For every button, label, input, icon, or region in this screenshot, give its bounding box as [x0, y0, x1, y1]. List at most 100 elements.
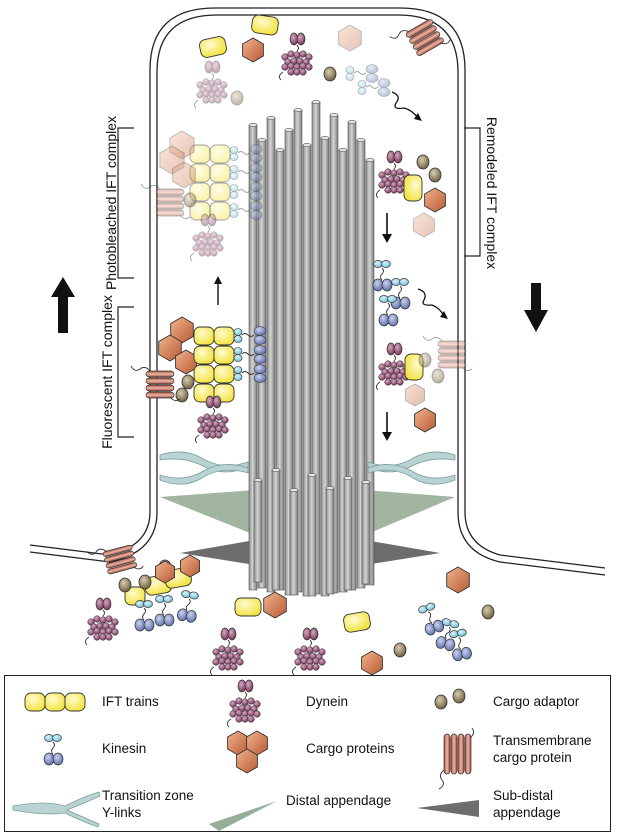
microtubule	[320, 136, 330, 597]
transmembrane-cargo	[86, 544, 144, 575]
legend-subdistal-icon	[417, 800, 479, 817]
legend-transmembrane-line1: Transmembrane	[493, 733, 592, 748]
legend-ift-trains: IFT trains	[102, 694, 159, 709]
microtubule	[253, 478, 263, 583]
microtubule	[325, 486, 335, 595]
cargo-adaptor	[118, 577, 132, 593]
fluorescent-ift-label: Fluorescent IFT complex	[99, 295, 115, 449]
dynein	[291, 627, 326, 676]
kinesin	[229, 144, 263, 163]
kinesin	[449, 628, 472, 662]
transmembrane-cargo	[438, 727, 475, 790]
cargo-protein	[236, 748, 258, 774]
legend-transmembrane: Transmembrane cargo protein	[493, 732, 592, 766]
microtubule	[365, 158, 375, 586]
small-down-arrow-lower	[382, 412, 392, 441]
transmembrane-cargo	[130, 365, 181, 402]
ift-train	[209, 144, 231, 221]
transmembrane-cargo	[422, 335, 473, 372]
cargo-adaptor	[323, 66, 337, 82]
ift-train	[213, 326, 235, 403]
cargo-adaptor	[431, 368, 445, 384]
microtubule	[356, 138, 366, 589]
curly-arrow-mid	[417, 288, 448, 319]
cargo-protein	[172, 161, 196, 189]
kinesin	[345, 64, 379, 83]
legend-transition-zone: Transition zone Y-links	[102, 787, 194, 821]
dynein	[375, 342, 410, 391]
ift-train	[343, 611, 371, 633]
cargo-protein	[242, 37, 264, 63]
ift-train	[199, 36, 227, 58]
legend-cargo-icon	[227, 730, 268, 774]
legend-cargo-proteins: Cargo proteins	[306, 741, 395, 756]
kinesin	[154, 595, 175, 627]
dynein	[189, 213, 224, 262]
cargo-protein	[424, 187, 446, 213]
axoneme	[248, 100, 375, 597]
kinesin	[233, 326, 267, 345]
side-brackets	[117, 127, 481, 438]
cargo-adaptor	[481, 604, 495, 620]
kinesin	[435, 618, 460, 652]
kinesin	[418, 602, 445, 636]
photobleached-ift-label: Photobleached IFT complex	[103, 115, 119, 291]
kinesin	[390, 278, 411, 310]
transmembrane-cargo	[389, 19, 451, 56]
cargo-protein	[405, 383, 425, 407]
ift-train	[403, 174, 423, 202]
legend-subdistal: Sub-distal appendage	[493, 787, 561, 821]
microtubule	[271, 468, 281, 591]
ciliary-membrane	[29, 7, 606, 576]
cargo-protein	[414, 407, 436, 433]
legend-icons	[12, 679, 479, 831]
cargo-adaptor	[181, 374, 195, 390]
cargo-adaptor	[452, 688, 466, 704]
microtubule	[302, 143, 312, 597]
cargo-adaptor	[428, 167, 442, 183]
curly-arrow-top	[391, 91, 422, 121]
dynein	[194, 395, 229, 444]
retrograde-big-arrow	[524, 283, 548, 332]
anterograde-big-arrow	[51, 277, 75, 333]
ift-molecules	[84, 14, 495, 676]
kinesin	[372, 260, 393, 292]
small-down-arrow-upper	[382, 213, 392, 243]
legend-transmembrane-line2: cargo protein	[493, 750, 572, 765]
cargo-protein	[413, 212, 435, 238]
ift-train	[251, 14, 279, 36]
ift-train	[193, 326, 215, 403]
kinesin	[378, 295, 399, 327]
legend-tz-line1: Transition zone	[102, 788, 194, 803]
microtubule	[289, 488, 299, 596]
ift-train	[234, 597, 262, 617]
kinesin	[233, 364, 267, 383]
microtubule	[257, 138, 267, 589]
direction-arrows	[51, 91, 548, 441]
microtubule	[343, 476, 353, 591]
cargo-adaptor	[393, 642, 407, 658]
kinesin	[233, 345, 267, 364]
cargo-protein	[155, 560, 175, 584]
microtubule	[307, 473, 317, 597]
cargo-adaptor	[418, 352, 432, 368]
dynein	[278, 32, 313, 81]
dynein	[193, 60, 228, 109]
microtubule	[284, 128, 294, 596]
cargo-adaptor	[434, 694, 448, 710]
kinesin	[229, 163, 263, 182]
legend-tz-line2: Y-links	[102, 805, 142, 820]
legend-distal-icon	[209, 801, 277, 831]
legend-kinesin: Kinesin	[102, 741, 147, 756]
legend-subdistal-line1: Sub-distal	[493, 788, 554, 803]
cargo-protein	[180, 554, 200, 578]
legend-distal-appendage: Distal appendage	[286, 793, 392, 808]
ift-train	[24, 692, 86, 712]
transition-zone-y-links	[159, 451, 456, 485]
dynein	[209, 627, 244, 676]
cargo-adaptor	[175, 387, 189, 403]
kinesin	[43, 734, 64, 766]
kinesin	[229, 201, 263, 220]
cargo-protein	[446, 566, 470, 594]
